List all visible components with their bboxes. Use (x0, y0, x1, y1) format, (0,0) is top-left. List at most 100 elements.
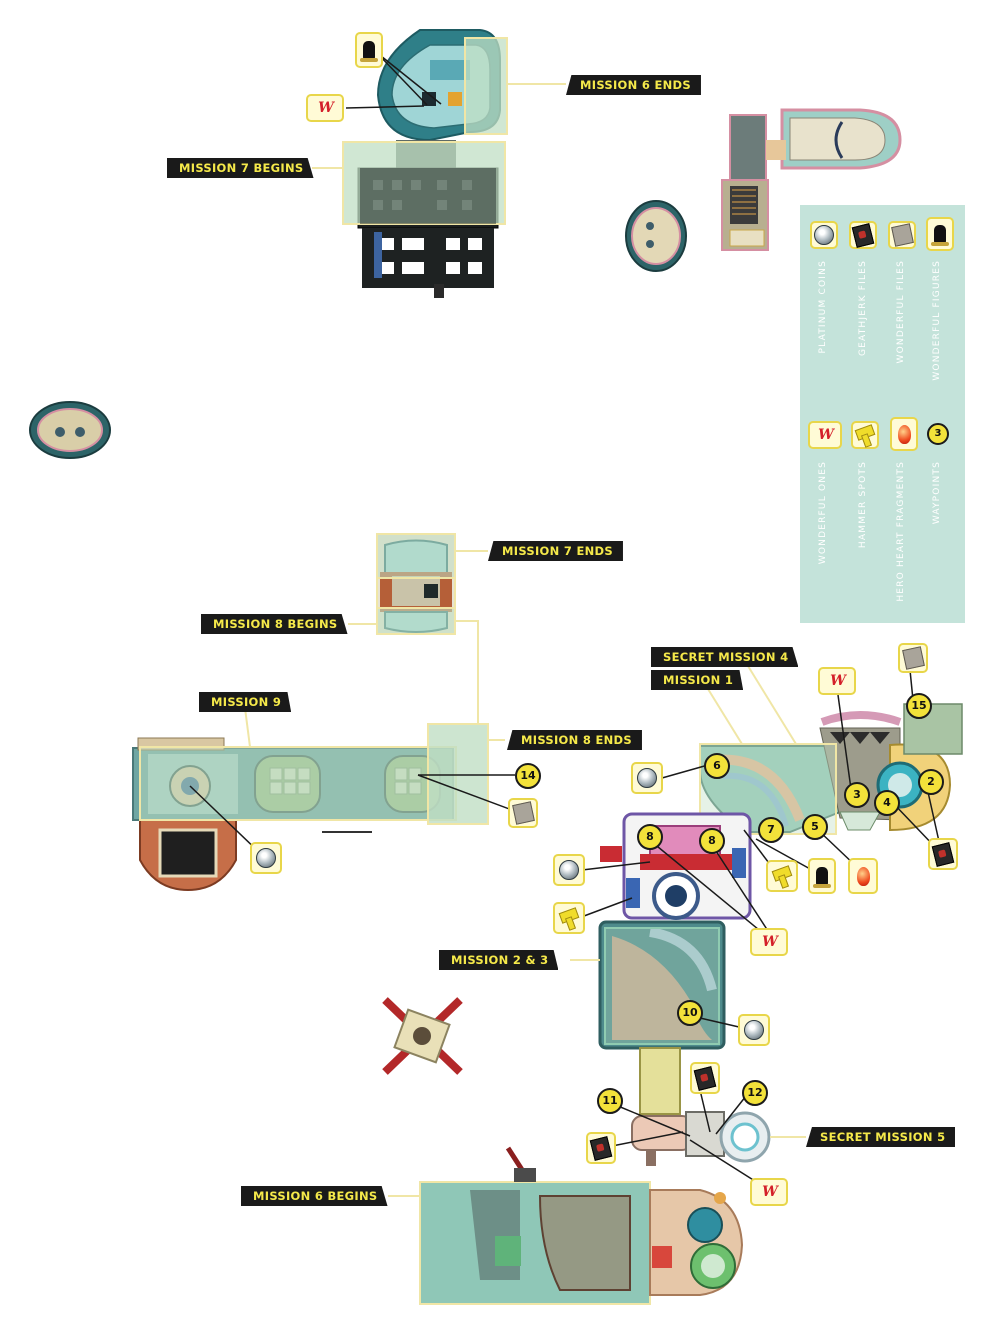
waypoint-14[interactable]: 14 (515, 763, 541, 789)
legend-panel: PLATINUM COINS GEATHJERK FILES WONDERFUL… (800, 205, 965, 623)
area-mission-7-building-details (360, 168, 496, 224)
label-secret-mission-4: SECRET MISSION 4 (651, 647, 799, 667)
area-top-right-station (721, 108, 902, 251)
coin-glyph-icon (744, 1020, 764, 1040)
waypoint-6[interactable]: 6 (704, 753, 730, 779)
legend-label-hero-heart-fragments: HERO HEART FRAGMENTS (896, 461, 906, 602)
waypoint-3[interactable]: 3 (844, 782, 870, 808)
w-logo-icon: W (318, 100, 334, 116)
label-mission-6-begins: MISSION 6 BEGINS (241, 1186, 388, 1206)
hammer-spot-icon[interactable] (766, 860, 798, 892)
area-small-pod-top (625, 200, 687, 272)
label-mission-7-begins: MISSION 7 BEGINS (167, 158, 314, 178)
legend-waypoint-icon: 3 (927, 423, 949, 445)
legend-label-geathjerk-files: GEATHJERK FILES (858, 260, 868, 356)
wonderful-one-icon[interactable]: W (818, 667, 856, 695)
label-mission-6-ends: MISSION 6 ENDS (566, 75, 701, 95)
area-red-cross-tower (382, 997, 463, 1075)
geathjerk-file-icon[interactable] (928, 838, 958, 870)
overlay-mission-8-end (427, 723, 489, 825)
geathjerk-glyph-icon (931, 841, 955, 867)
hammer-spot-icon[interactable] (553, 902, 585, 934)
label-mission-9: MISSION 9 (199, 692, 292, 712)
coin-glyph-icon (256, 848, 276, 868)
label-leader-lines (244, 83, 806, 1197)
label-mission-2-3: MISSION 2 & 3 (439, 950, 559, 970)
file-glyph-icon (511, 801, 535, 825)
geathjerk-glyph-icon (693, 1065, 717, 1091)
platinum-coin-icon[interactable] (631, 762, 663, 794)
hammer-glyph-icon (558, 909, 580, 927)
legend-platinum-coin-icon (810, 221, 838, 249)
area-crane (505, 1146, 536, 1182)
geathjerk-glyph-icon (851, 222, 875, 248)
overlay-mission-8-begin (376, 607, 456, 635)
legend-geathjerk-file-icon (849, 221, 877, 249)
waypoint-2[interactable]: 2 (918, 769, 944, 795)
heart-glyph-icon (897, 424, 911, 444)
platinum-coin-icon[interactable] (738, 1014, 770, 1046)
geathjerk-file-icon[interactable] (586, 1132, 616, 1164)
coin-glyph-icon (814, 225, 834, 245)
hammer-glyph-icon (854, 426, 876, 444)
coin-glyph-icon (559, 860, 579, 880)
wonderful-one-icon[interactable]: W (306, 94, 344, 122)
overlay-mission-6-end (464, 37, 508, 135)
label-mission-8-begins: MISSION 8 BEGINS (201, 614, 348, 634)
coin-glyph-icon (637, 768, 657, 788)
wonderful-figure-icon[interactable] (355, 32, 383, 68)
platinum-coin-icon[interactable] (250, 842, 282, 874)
waypoint-8-left[interactable]: 8 (637, 824, 663, 850)
legend-hero-heart-icon (890, 417, 918, 451)
hammer-glyph-icon (771, 867, 793, 885)
legend-hammer-spot-icon (851, 421, 879, 449)
legend-label-wonderful-figures: WONDERFUL FIGURES (932, 260, 942, 381)
waypoint-5[interactable]: 5 (802, 814, 828, 840)
figure-glyph-icon (931, 225, 949, 246)
wonderful-one-icon[interactable]: W (750, 1178, 788, 1206)
connector-lines (189, 51, 941, 1189)
waypoint-11[interactable]: 11 (597, 1088, 623, 1114)
waypoint-8-right[interactable]: 8 (699, 828, 725, 854)
waypoint-12[interactable]: 12 (742, 1080, 768, 1106)
area-mission-6-start (419, 1181, 744, 1305)
label-mission-8-ends: MISSION 8 ENDS (507, 730, 642, 750)
legend-label-hammer-spots: HAMMER SPOTS (858, 461, 868, 549)
legend-label-platinum-coins: PLATINUM COINS (818, 260, 828, 354)
file-glyph-icon (890, 223, 914, 247)
waypoint-10[interactable]: 10 (677, 1000, 703, 1026)
figure-glyph-icon (813, 867, 831, 888)
waypoint-4[interactable]: 4 (874, 790, 900, 816)
area-pink-lab (600, 812, 752, 920)
hero-heart-fragment-icon[interactable] (848, 858, 878, 894)
waypoint-7[interactable]: 7 (758, 817, 784, 843)
waypoint-15[interactable]: 15 (906, 693, 932, 719)
label-mission-1: MISSION 1 (651, 670, 744, 690)
overlay-mission-9 (139, 746, 457, 821)
area-mission-1 (699, 703, 963, 833)
w-logo-icon: W (830, 673, 846, 689)
area-mission-9-hall (132, 737, 454, 892)
wonderful-file-icon[interactable] (508, 798, 538, 828)
w-logo-icon: W (762, 1184, 778, 1200)
geathjerk-glyph-icon (589, 1135, 613, 1161)
legend-wonderful-file-icon (888, 221, 916, 249)
legend-wonderful-figure-icon (926, 217, 954, 251)
overlay-mission-2-3 (604, 927, 720, 1045)
overlay-mission-7-end (376, 533, 456, 579)
label-secret-mission-5: SECRET MISSION 5 (806, 1127, 956, 1147)
legend-label-wonderful-ones: WONDERFUL ONES (818, 461, 828, 565)
wonderful-one-icon[interactable]: W (750, 928, 788, 956)
geathjerk-file-icon[interactable] (690, 1062, 720, 1094)
wonderful-figure-icon[interactable] (808, 858, 836, 894)
route-m8 (455, 620, 479, 724)
label-mission-7-ends: MISSION 7 ENDS (488, 541, 623, 561)
heart-glyph-icon (856, 866, 870, 886)
legend-wonderful-one-icon: W (808, 421, 842, 449)
w-logo-icon: W (762, 934, 778, 950)
wonderful-file-icon[interactable] (898, 643, 928, 673)
platinum-coin-icon[interactable] (553, 854, 585, 886)
legend-label-wonderful-files: WONDERFUL FILES (896, 260, 906, 364)
w-logo-icon: W (818, 427, 834, 443)
